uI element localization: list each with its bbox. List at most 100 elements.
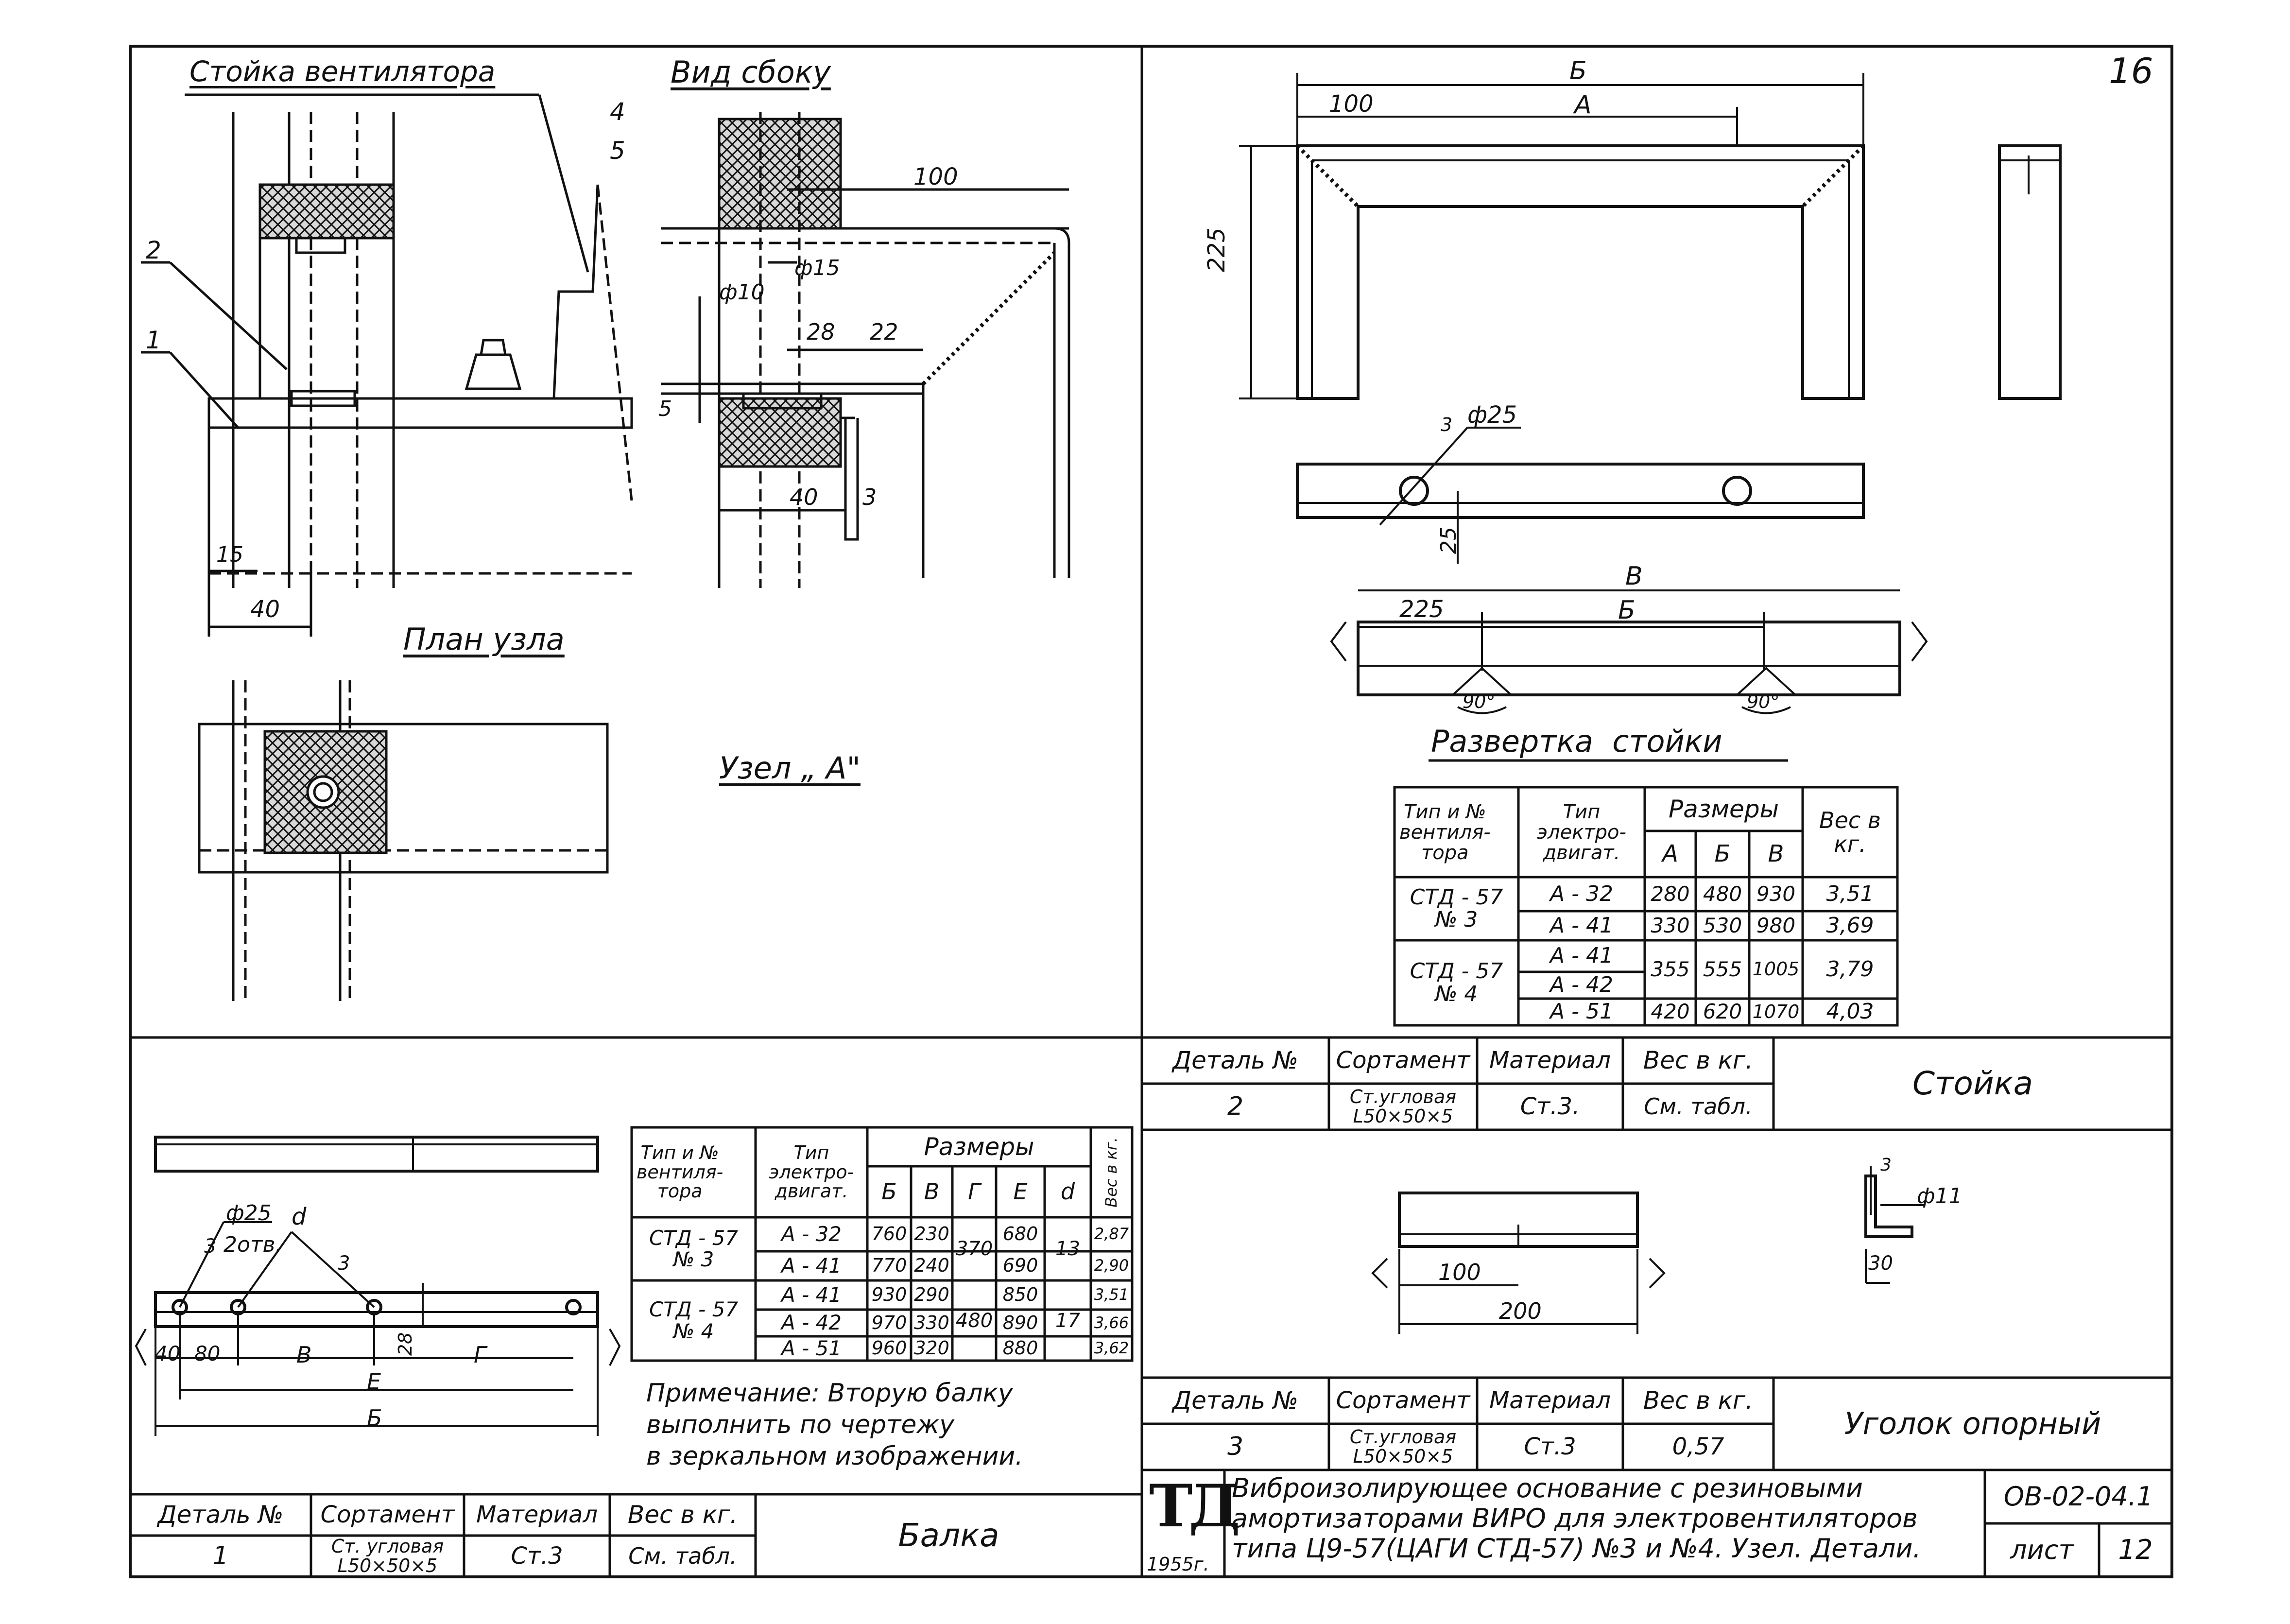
spec1-h-weight: Вес в кг. <box>627 1501 738 1529</box>
spec1-h-sort: Сортамент <box>320 1501 455 1529</box>
sheet-number: 12 <box>2118 1534 2153 1566</box>
angle-detail <box>1371 1166 1924 1334</box>
plan-view <box>198 680 609 1001</box>
beam-weld-3b: 3 <box>338 1252 350 1275</box>
title-stand: Стойка вентилятора <box>189 55 496 88</box>
spec3-mat: Ст.3 <box>1524 1433 1576 1461</box>
beam-table-motor: А - 51 <box>781 1336 842 1360</box>
stand-table-motor: А - 32 <box>1550 881 1613 906</box>
dim-phi10: ф10 <box>719 280 765 305</box>
spec1-mat: Ст.3 <box>511 1542 563 1570</box>
stand-table-h-motor: Тип электро- двигат. <box>1537 800 1626 864</box>
beam-table-motor: А - 41 <box>781 1282 842 1307</box>
beam-table-h-sizes: Размеры <box>924 1132 1034 1161</box>
node-elevation <box>141 93 633 637</box>
stand-table-motor: А - 41 <box>1550 943 1613 968</box>
title-side-view: Вид сбоку <box>671 54 831 90</box>
beam-table-grid <box>630 1126 1134 1362</box>
beam-dim-b: Б <box>367 1405 382 1431</box>
beam-dim-40: 40 <box>155 1342 181 1365</box>
stand-table-h-weight: Вес в кг. <box>1819 807 1881 857</box>
dim-40-node: 40 <box>250 596 280 623</box>
dim-phi15: ф15 <box>794 256 840 280</box>
angle-weld-3: 3 <box>1880 1155 1892 1175</box>
spec2-h-sort: Сортамент <box>1336 1047 1470 1074</box>
beam-table-v: 240 <box>914 1255 949 1277</box>
stand-table-v: 930 <box>1756 881 1796 906</box>
angle-90-left: 90° <box>1463 691 1496 712</box>
stand-table-motor: А - 51 <box>1550 999 1613 1024</box>
beam-table-b: 960 <box>871 1337 907 1359</box>
stand-table-h-fan: Тип и № вентиля- тора <box>1399 800 1491 864</box>
spec3-h-weight: Вес в кг. <box>1643 1386 1754 1415</box>
beam-table-motor: А - 32 <box>781 1222 842 1246</box>
spec1-h-mat: Материал <box>476 1501 598 1529</box>
beam-table-w: 2,87 <box>1094 1225 1129 1244</box>
beam-table-v: 290 <box>914 1284 949 1306</box>
dim-3-side: 3 <box>862 484 877 510</box>
beam-table-motor: А - 42 <box>781 1311 842 1335</box>
beam-table-b: 770 <box>871 1255 907 1277</box>
angle-dim-phi11: ф11 <box>1917 1184 1963 1209</box>
dim-15: 15 <box>216 542 243 567</box>
beam-detail <box>135 1136 621 1436</box>
spec3-sort: Ст.угловая L50×50×5 <box>1349 1426 1457 1467</box>
stand-table-h-b: Б <box>1714 840 1731 868</box>
spec2-h-weight: Вес в кг. <box>1643 1046 1754 1075</box>
beam-table-h-motor: Тип электро- двигат. <box>769 1141 854 1202</box>
stand-table-a: 355 <box>1651 957 1690 981</box>
beam-table-w: 3,51 <box>1094 1285 1129 1304</box>
beam-dim-28: 28 <box>395 1332 416 1356</box>
stand-table-b: 530 <box>1703 913 1742 937</box>
stand-table-w: 3,69 <box>1826 913 1874 938</box>
spec3-name: Уголок опорный <box>1844 1406 2101 1442</box>
spec2-h-detail: Деталь № <box>1172 1046 1298 1075</box>
beam-table-w: 2,90 <box>1094 1256 1129 1275</box>
spec2-h-mat: Материал <box>1489 1047 1611 1074</box>
stand-table-grid <box>1393 786 1899 1027</box>
spec3-weight: 0,57 <box>1672 1433 1724 1461</box>
beam-table-h-b: Б <box>881 1178 897 1205</box>
angle-dim-200: 200 <box>1499 1298 1542 1324</box>
beam-table-b: 760 <box>871 1223 907 1245</box>
side-view <box>661 112 1070 588</box>
beam-table-d-4: 17 <box>1055 1309 1080 1332</box>
beam-table-d-3: 13 <box>1055 1238 1080 1260</box>
beam-table-h-e: Е <box>1013 1178 1028 1205</box>
description: Виброизолирующее основание с резиновыми … <box>1232 1473 1921 1564</box>
beam-table-motor: А - 41 <box>781 1253 842 1278</box>
title-block-grid <box>1223 1470 2172 1577</box>
stand-table-motor: А - 41 <box>1550 913 1613 938</box>
spec1-name: Балка <box>898 1517 999 1555</box>
stand-table-w: 4,03 <box>1826 999 1874 1024</box>
beam-dim-d: d <box>292 1203 307 1230</box>
sheet-corner-number: 16 <box>2109 51 2153 91</box>
beam-table-b: 970 <box>871 1312 907 1333</box>
stand-detail <box>1239 73 2062 762</box>
beam-dim-e: Е <box>367 1368 381 1395</box>
dim-28: 28 <box>807 319 835 345</box>
dim-25: 25 <box>1436 527 1461 554</box>
beam-table-h-g: Г <box>968 1178 981 1205</box>
spec2-weight: См. табл. <box>1644 1093 1753 1120</box>
spec1-grid <box>130 1494 757 1577</box>
beam-table-h-v: В <box>924 1178 940 1205</box>
spec3-h-detail: Деталь № <box>1172 1386 1298 1415</box>
stand-table-a: 330 <box>1651 913 1690 937</box>
dim-225-vert: 225 <box>1203 227 1230 272</box>
beam-table-v: 330 <box>914 1312 949 1333</box>
weld-mark-3: 3 <box>1441 414 1453 435</box>
dim-5: 5 <box>658 397 672 421</box>
callout-4: 4 <box>610 98 625 126</box>
stand-table-b: 620 <box>1703 1000 1742 1024</box>
beam-table-h-d: d <box>1060 1178 1075 1205</box>
stand-table-a: 420 <box>1651 1000 1690 1024</box>
stand-table-motor: А - 42 <box>1550 972 1613 998</box>
spec3-detail: 3 <box>1227 1432 1244 1462</box>
beam-table-g-4: 480 <box>955 1309 993 1332</box>
spec3-h-sort: Сортамент <box>1336 1387 1470 1415</box>
sheet-label: лист <box>2010 1534 2074 1565</box>
dim-22: 22 <box>870 319 898 345</box>
spec1-weight: См. табл. <box>628 1543 737 1570</box>
